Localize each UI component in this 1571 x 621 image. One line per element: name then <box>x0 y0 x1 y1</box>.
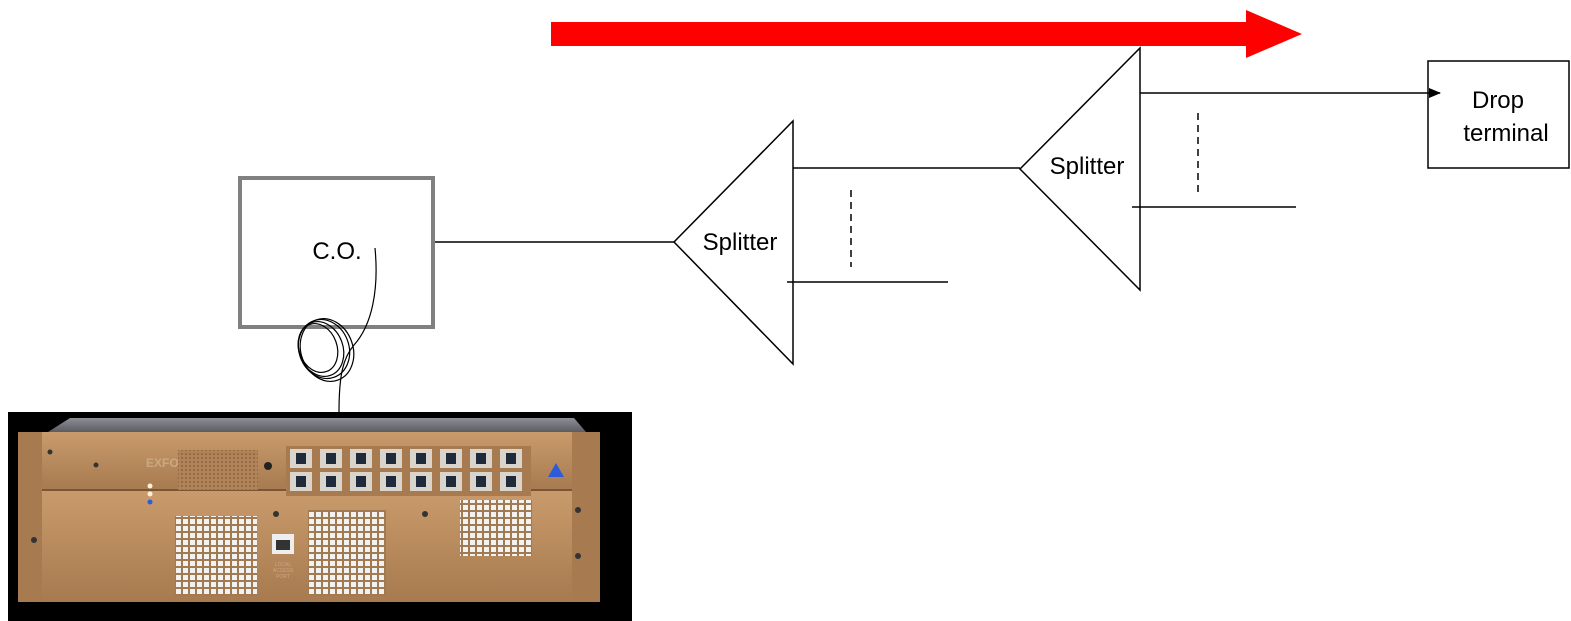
connector-port <box>320 472 342 491</box>
connector-port <box>290 449 312 468</box>
direction-arrow <box>551 10 1302 58</box>
rack-equipment-image: EXFO LOCAL ACCESS PORT <box>8 412 632 621</box>
port-label-line3: PORT <box>276 574 290 580</box>
connector-port <box>500 449 522 468</box>
splitter-2-label: Splitter <box>1050 153 1125 180</box>
port-label-line2: ACCESS <box>273 568 294 574</box>
connector-port <box>440 472 462 491</box>
connector-port <box>440 449 462 468</box>
connector-port <box>380 472 402 491</box>
central-office-label: C.O. <box>312 238 361 265</box>
equipment-brand: EXFO <box>146 456 179 470</box>
central-office-box: C.O. <box>238 176 435 329</box>
connector-port <box>470 449 492 468</box>
splitter-1: Splitter <box>672 119 794 366</box>
splitter-2: Splitter <box>1018 46 1141 292</box>
connector-port <box>290 472 312 491</box>
connector-ports <box>286 446 564 496</box>
port-label-line1: LOCAL <box>275 562 292 568</box>
connector-port <box>410 472 432 491</box>
connector-port <box>470 472 492 491</box>
connector-port <box>320 449 342 468</box>
drop-terminal-box: Drop terminal <box>1427 60 1570 169</box>
connector-port <box>500 472 522 491</box>
drop-terminal-label-line1: Drop <box>1472 87 1524 114</box>
splitter-1-label: Splitter <box>703 229 778 256</box>
connector-port <box>380 449 402 468</box>
connector-port <box>350 472 372 491</box>
laser-warning-icon <box>548 463 564 477</box>
fiber-coil-icon <box>297 247 377 413</box>
connector-port <box>410 449 432 468</box>
drop-terminal-label-line2: terminal <box>1463 120 1548 147</box>
connector-port <box>350 449 372 468</box>
